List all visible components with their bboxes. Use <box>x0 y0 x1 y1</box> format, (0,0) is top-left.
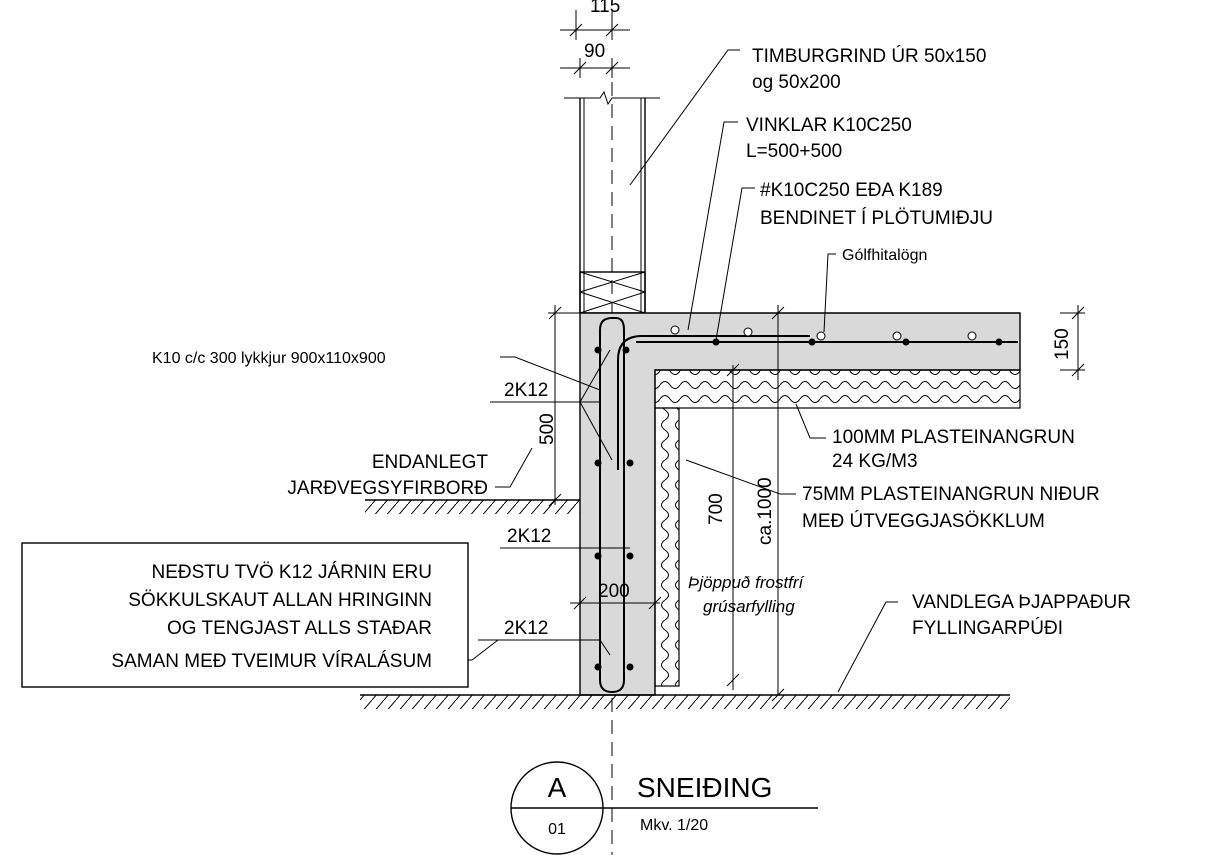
dim-footing-depth: 500 <box>537 413 558 445</box>
label-loops: K10 c/c 300 lykkjur 900x110x900 <box>152 350 386 367</box>
label-mesh-2: BENDINET Í PLÖTUMIÐJU <box>760 208 993 229</box>
label-pad-1: VANDLEGA ÞJAPPAÐUR <box>912 592 1131 613</box>
note-box: NEÐSTU TVÖ K12 JÁRNIN ERU SÖKKULSKAUT AL… <box>21 542 469 688</box>
note-line-3: OG TENGJAST ALLS STAÐAR <box>167 618 432 639</box>
label-timber-1: TIMBURGRIND ÚR 50x150 <box>752 45 986 67</box>
label-side-insulation-1: 75MM PLASTEINANGRUN NIÐUR <box>802 484 1100 505</box>
label-rebar-top: 2K12 <box>504 380 548 401</box>
label-rebar-mid: 2K12 <box>507 526 551 547</box>
vertical-insulation <box>654 407 680 687</box>
label-rebar-bottom: 2K12 <box>504 618 548 639</box>
slab-insulation <box>654 369 1021 409</box>
note-line-1: NEÐSTU TVÖ K12 JÁRNIN ERU <box>152 562 432 583</box>
label-insulation-2: 24 KG/M3 <box>832 451 918 472</box>
timber-wall <box>564 90 660 314</box>
dim-footing-width: 200 <box>598 581 630 602</box>
note-line-2: SÖKKULSKAUT ALLAN HRINGINN <box>128 590 432 611</box>
ground-bottom <box>360 694 1010 709</box>
ground-left <box>365 499 580 514</box>
dim-total-depth: ca.1000 <box>755 477 776 545</box>
label-ground-1: ENDANLEGT <box>372 452 489 473</box>
section-title: SNEIÐING <box>637 772 772 803</box>
leader-lines <box>440 49 898 693</box>
note-line-4: SAMAN MEÐ TVEIMUR VÍRALÁSUM <box>111 651 432 672</box>
label-angles-2: L=500+500 <box>746 141 842 162</box>
label-fill-1: Þjöppuð frostfrí <box>688 573 806 592</box>
label-fill-2: grúsarfylling <box>703 597 795 616</box>
dim-wall-width: 90 <box>584 41 605 62</box>
label-ground-2: JARÐVEGSYFIRBORÐ <box>287 478 488 499</box>
dim-insulation-depth: 700 <box>706 493 727 525</box>
title-block: A 01 SNEIÐING Mkv. 1/20 <box>510 761 818 855</box>
rebars <box>594 317 1018 694</box>
sheet-number: 01 <box>548 821 566 838</box>
scale-label: Mkv. 1/20 <box>640 817 708 834</box>
label-pad-2: FYLLINGARPÚÐI <box>912 617 1063 639</box>
dim-top-cut: 115 <box>590 0 620 17</box>
label-mesh-1: #K10C250 EÐA K189 <box>760 180 943 201</box>
dim-slab-thickness: 150 <box>1052 328 1073 360</box>
label-floor-heating: Gólfhitalögn <box>842 247 927 264</box>
section-letter: A <box>548 772 567 803</box>
label-timber-2: og 50x200 <box>752 72 841 93</box>
dimension-lines <box>548 10 1085 702</box>
label-side-insulation-2: MEÐ ÚTVEGGJASÖKKLUM <box>802 510 1045 532</box>
label-angles-1: VINKLAR K10C250 <box>746 115 912 136</box>
label-insulation-1: 100MM PLASTEINANGRUN <box>832 427 1075 448</box>
